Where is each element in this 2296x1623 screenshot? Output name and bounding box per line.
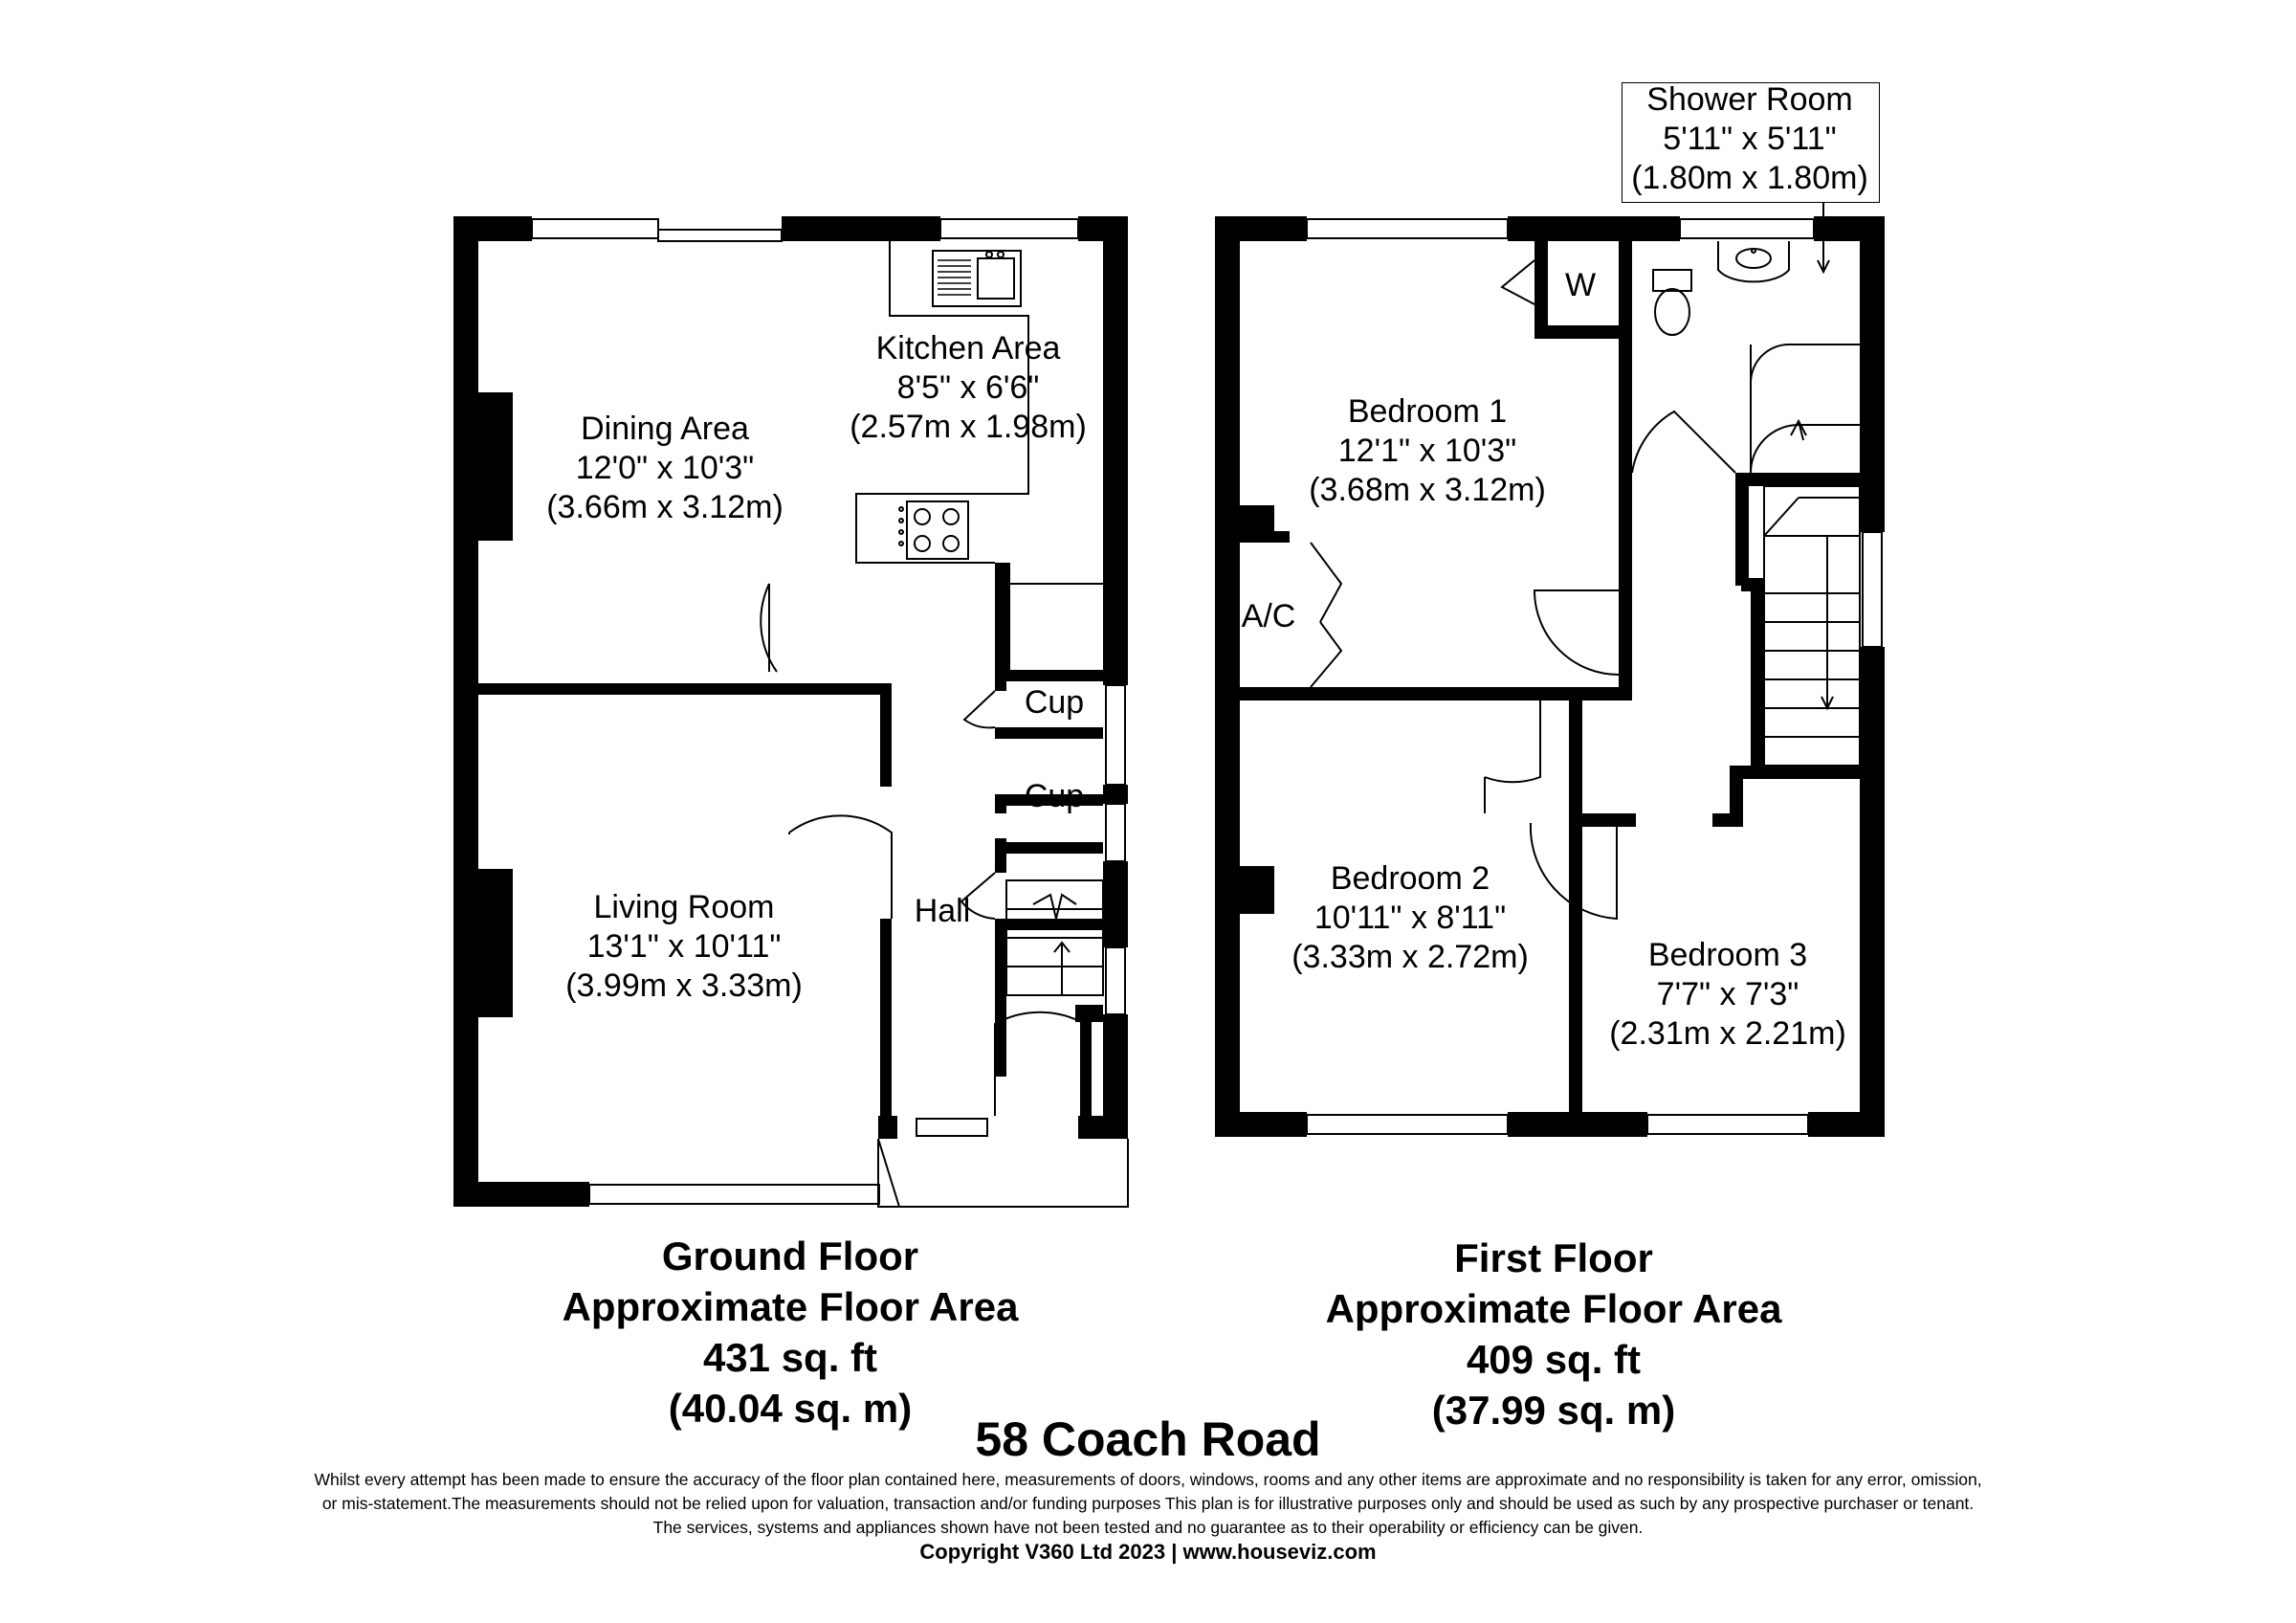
floor-area-sqm: (40.04 sq. m) [668,1386,913,1431]
room-imperial: 7'7" x 7'3" [1656,976,1799,1012]
floor-area-sqft: 409 sq. ft [1466,1337,1642,1382]
wardrobe-label: W [1564,267,1597,303]
kitchen-worktop [855,241,1103,585]
ground-doors [760,583,1086,1116]
dining-area-label: Dining Area 12'0" x 10'3" (3.66m x 3.12m… [546,410,784,527]
room-metric: (1.80m x 1.80m) [1631,160,1868,196]
first-internal-walls [1240,241,1860,1114]
room-name: Kitchen Area [875,330,1061,367]
ground-internal-walls [478,563,1103,1116]
hob-icon [898,500,969,560]
room-name: Shower Room [1646,81,1853,118]
sink-icon [932,250,1022,307]
bedroom-3-label: Bedroom 3 7'7" x 7'3" (2.31m x 2.21m) [1609,936,1846,1054]
room-imperial: 5'11" x 5'11" [1663,121,1837,157]
cupboard-label-lower: Cup [1024,778,1085,814]
room-imperial: 8'5" x 6'6" [896,369,1040,406]
first-floor-plan [1215,201,1885,1137]
living-room-label: Living Room 13'1" x 10'11" (3.99m x 3.33… [565,888,803,1006]
floor-name: Ground Floor [661,1234,919,1278]
shower-room-fixtures [1652,201,1860,474]
room-name: Bedroom 1 [1347,393,1508,430]
room-metric: (3.68m x 3.12m) [1309,472,1546,508]
floor-area-sqm: (37.99 sq. m) [1431,1388,1676,1433]
kitchen-area-label: Kitchen Area 8'5" x 6'6" (2.57m x 1.98m) [850,329,1087,447]
room-metric: (3.33m x 2.72m) [1292,939,1529,975]
floor-area-label: Approximate Floor Area [562,1284,1019,1329]
first-windows [1306,218,1883,1135]
first-stairs [1763,485,1861,767]
first-floor-summary: First Floor Approximate Floor Area 409 s… [1326,1233,1782,1435]
room-metric: (3.99m x 3.33m) [565,967,803,1004]
shower-room-label: Shower Room 5'11" x 5'11" (1.80m x 1.80m… [1631,80,1868,198]
first-doors [1310,259,1736,921]
ground-floor-plan [453,216,1129,1208]
ground-windows [531,218,1126,1205]
disclaimer-line-1: Whilst every attempt has been made to en… [314,1470,1982,1489]
bedroom-1-label: Bedroom 1 12'1" x 10'3" (3.68m x 3.12m) [1309,392,1546,510]
cupboard-label-upper: Cup [1024,684,1085,721]
airing-cupboard-label: A/C [1241,598,1296,634]
room-metric: (2.31m x 2.21m) [1609,1015,1846,1052]
room-imperial: 12'0" x 10'3" [575,450,755,486]
first-outer-walls [1215,216,1885,1137]
disclaimer-line-3: The services, systems and appliances sho… [652,1518,1644,1537]
room-imperial: 10'11" x 8'11" [1314,900,1507,936]
room-imperial: 13'1" x 10'11" [586,928,782,965]
room-name: Dining Area [581,411,749,447]
porch [877,1138,1129,1208]
copyright-notice: Copyright V360 Ltd 2023 | www.houseviz.c… [919,1540,1377,1564]
property-address: 58 Coach Road [975,1412,1321,1466]
ground-floor-summary: Ground Floor Approximate Floor Area 431 … [563,1231,1019,1434]
floor-area-label: Approximate Floor Area [1325,1286,1782,1331]
room-name: Bedroom 3 [1647,937,1808,973]
bedroom-2-label: Bedroom 2 10'11" x 8'11" (3.33m x 2.72m) [1292,859,1529,977]
floor-area-sqft: 431 sq. ft [702,1335,878,1380]
disclaimer-line-2: or mis-statement.The measurements should… [321,1494,1975,1513]
room-metric: (2.57m x 1.98m) [850,409,1087,445]
room-name: Living Room [593,889,775,925]
hall-label: Hall [914,893,971,929]
room-metric: (3.66m x 3.12m) [546,489,784,525]
room-imperial: 12'1" x 10'3" [1337,433,1517,469]
ground-stairs [1005,879,1104,996]
room-name: Bedroom 2 [1330,860,1490,897]
ground-outer-walls [453,216,1128,1207]
shower-room-label-box [1622,82,1880,203]
floor-name: First Floor [1454,1235,1653,1280]
